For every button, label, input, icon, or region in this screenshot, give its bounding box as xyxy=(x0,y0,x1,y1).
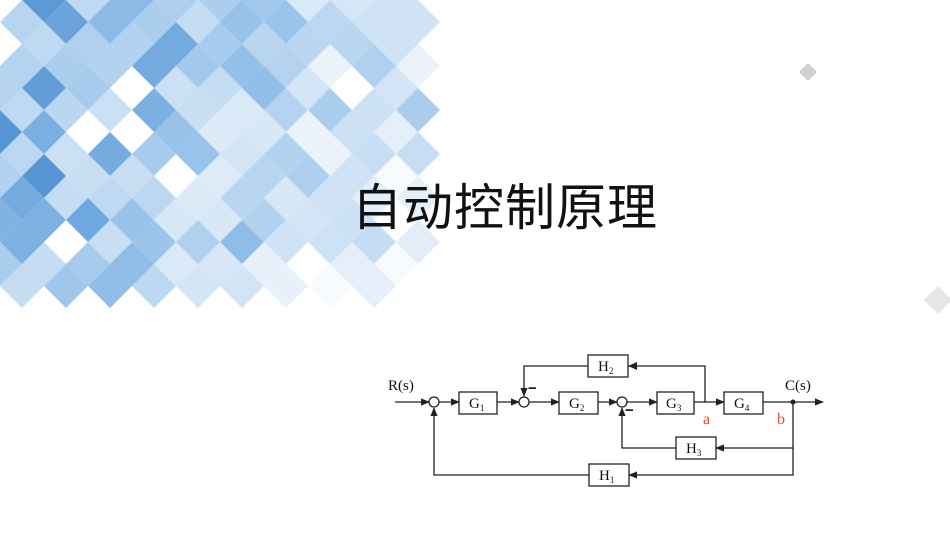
mosaic-tile-125 xyxy=(0,198,22,242)
mosaic-tile-157 xyxy=(88,264,132,308)
slide-title: 自动控制原理 xyxy=(352,179,658,237)
summing-junction-2 xyxy=(518,396,530,408)
mosaic-tile-104 xyxy=(0,154,22,198)
mosaic-tile-158 xyxy=(132,264,176,308)
arrow-into-h2 xyxy=(628,362,637,370)
svg-text:H1: H1 xyxy=(599,468,614,485)
block-h2: H2 xyxy=(587,354,629,378)
minus-sign-3: − xyxy=(625,402,634,419)
mosaic-tile-161 xyxy=(264,264,308,308)
minus-sign-2: − xyxy=(528,380,537,397)
mosaic-tile-76 xyxy=(88,88,132,132)
svg-text:H2: H2 xyxy=(598,359,613,376)
svg-text:G2: G2 xyxy=(569,396,584,413)
pickoff-point-b xyxy=(790,399,796,405)
block-g1: G1 xyxy=(458,391,498,415)
output-label: C(s) xyxy=(785,378,811,394)
mosaic-tile-85 xyxy=(0,110,22,154)
wire-h3-return xyxy=(618,407,676,449)
wire-h2-feedback xyxy=(628,365,706,402)
accent-diamond-0 xyxy=(799,63,817,81)
wire-h2-return xyxy=(520,365,588,397)
svg-text:G4: G4 xyxy=(734,396,750,413)
block-h3: H3 xyxy=(675,436,717,460)
mosaic-tile-27 xyxy=(198,0,242,22)
mosaic-tile-24 xyxy=(66,0,110,22)
summing-junction-1 xyxy=(428,396,440,408)
mosaic-tile-145 xyxy=(0,242,22,286)
mosaic-tile-159 xyxy=(176,264,220,308)
block-g4: G4 xyxy=(723,391,764,415)
mosaic-tile-65 xyxy=(0,66,22,110)
block-g3: G3 xyxy=(656,391,695,415)
mosaic-tile-163 xyxy=(352,264,396,308)
input-label: R(s) xyxy=(388,378,414,394)
wire-h1-return xyxy=(430,407,589,476)
mosaic-tile-156 xyxy=(44,264,88,308)
block-h1: H1 xyxy=(588,463,630,487)
accent-diamond-1 xyxy=(924,286,950,314)
mosaic-tile-28 xyxy=(242,0,286,22)
mosaic-tile-23 xyxy=(22,0,66,22)
point-label-b: b xyxy=(777,411,785,428)
block-g2: G2 xyxy=(558,391,599,415)
block-diagram: − − G1 G2 G3 G4 H2 H3 H1 xyxy=(388,354,824,487)
svg-text:G3: G3 xyxy=(666,396,682,413)
svg-text:G1: G1 xyxy=(469,396,484,413)
mosaic-tile-29 xyxy=(286,0,330,22)
mosaic-tile-25 xyxy=(110,0,154,22)
mosaic-tile-155 xyxy=(0,264,44,308)
summing-junction-3 xyxy=(616,396,628,408)
mosaic-tile-30 xyxy=(330,0,374,22)
mosaic-tile-31 xyxy=(374,0,418,22)
point-label-a: a xyxy=(703,411,710,428)
mosaic-tile-160 xyxy=(220,264,264,308)
wire-h1-feedback xyxy=(628,448,794,479)
mosaic-tile-26 xyxy=(154,0,198,22)
mosaic-tile-162 xyxy=(308,264,352,308)
mosaic-tile-123 xyxy=(396,176,440,220)
svg-text:H3: H3 xyxy=(686,441,702,458)
